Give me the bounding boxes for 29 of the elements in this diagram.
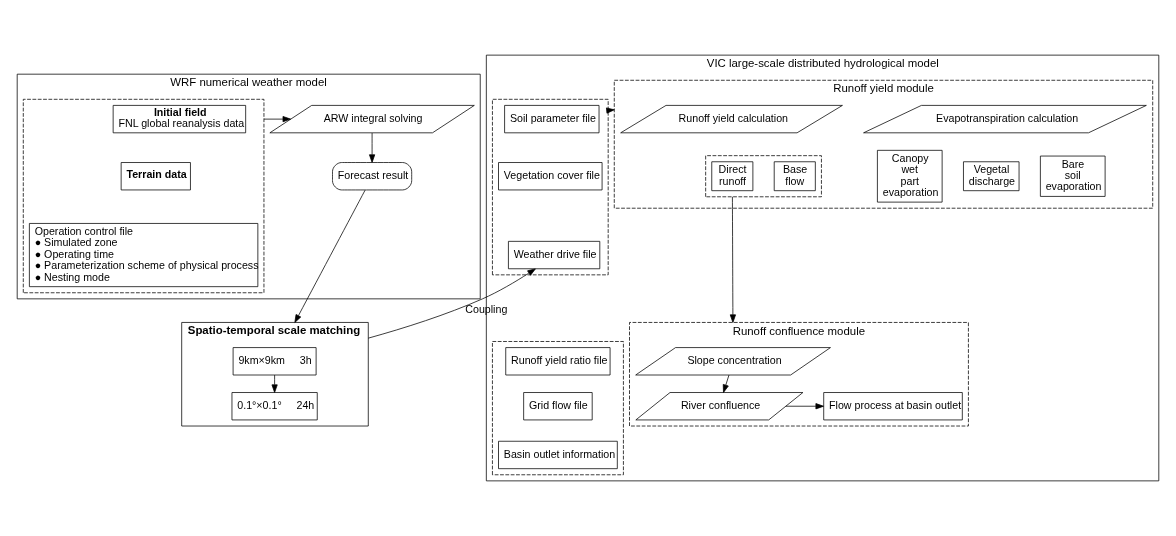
node-box: Vegetal discharge: [963, 161, 1020, 192]
node-box: Bare soil evaporation: [1040, 155, 1106, 197]
node-box: 0.1°×0.1° 24h: [231, 392, 318, 421]
node-box: Forecast result: [332, 162, 413, 191]
node-box: 9km×9km 3h: [232, 347, 317, 376]
node-box: Basin outlet information: [498, 440, 618, 470]
arrow: [271, 374, 278, 393]
arrow: [367, 268, 536, 339]
node-box: Grid flow file: [523, 392, 593, 421]
node-box: Base flow: [773, 161, 816, 192]
arrow: [729, 196, 736, 323]
node-box: Canopy wet part evaporation: [877, 149, 943, 203]
arrow: [263, 116, 291, 123]
node-box: Terrain data: [120, 162, 191, 191]
cluster: [492, 341, 624, 476]
node-box: Operation control file ● Simulated zone ● Operating time ● Parameterization scheme of physical process ● Nesting mode: [29, 223, 259, 288]
node-box: Flow process at basin outlet: [823, 392, 963, 421]
arrow: [722, 374, 730, 393]
node-box: Soil parameter file: [504, 105, 600, 134]
node-box: Vegetation cover file: [498, 162, 603, 191]
node-box: Weather drive file: [508, 240, 601, 270]
node-box: Direct runoff: [711, 161, 754, 192]
node-box: Runoff yield ratio file: [505, 347, 611, 376]
cluster: [22, 98, 265, 294]
cluster: [705, 155, 822, 198]
arrow: [294, 189, 366, 323]
arrow: [785, 403, 824, 410]
arrow: [369, 132, 376, 163]
node-box: Initial field FNL global reanalysis data: [112, 105, 247, 134]
